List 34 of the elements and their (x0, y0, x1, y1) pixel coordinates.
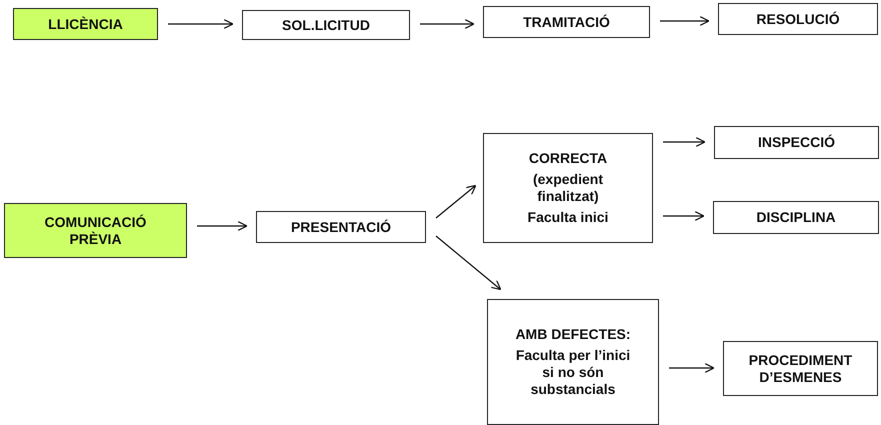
box-text: CORRECTA (528, 150, 608, 167)
arrow (669, 362, 714, 374)
box-text: COMUNICACIÓ PRÈVIA (44, 214, 148, 248)
box-text: Faculta inici (528, 209, 608, 226)
box-text: TRAMITACIÓ (523, 14, 610, 30)
process-box (723, 341, 878, 396)
box-text: SOL.LICITUD (282, 16, 370, 34)
process-box (483, 6, 650, 38)
process-box (487, 299, 659, 425)
arrow (436, 184, 476, 218)
process-box (4, 203, 187, 258)
arrow (663, 136, 706, 148)
arrow (168, 18, 234, 30)
arrow (660, 16, 710, 26)
arrow (197, 220, 248, 232)
box-text: LLICÈNCIA (48, 16, 123, 32)
process-box (256, 211, 426, 243)
arrow (420, 18, 474, 30)
box-text: PRESENTACIÓ (290, 218, 392, 236)
box-text: RESOLUCIÓ (756, 10, 840, 28)
process-box (13, 8, 158, 40)
arrow (663, 210, 704, 222)
process-box (483, 133, 653, 243)
box-text: PROCEDIMENT D’ESMENES (748, 352, 854, 386)
box-text: (expedient finalitzat) (532, 171, 604, 205)
process-box (242, 10, 410, 40)
box-text: DISCIPLINA (756, 209, 836, 226)
arrow (436, 236, 502, 290)
process-box (714, 126, 879, 159)
process-box (718, 3, 878, 35)
box-text: Faculta per l’inici si no són substancials (514, 347, 632, 398)
box-text: AMB DEFECTES: (515, 326, 631, 343)
process-box (713, 201, 879, 234)
box-text: INSPECCIÓ (758, 134, 835, 151)
